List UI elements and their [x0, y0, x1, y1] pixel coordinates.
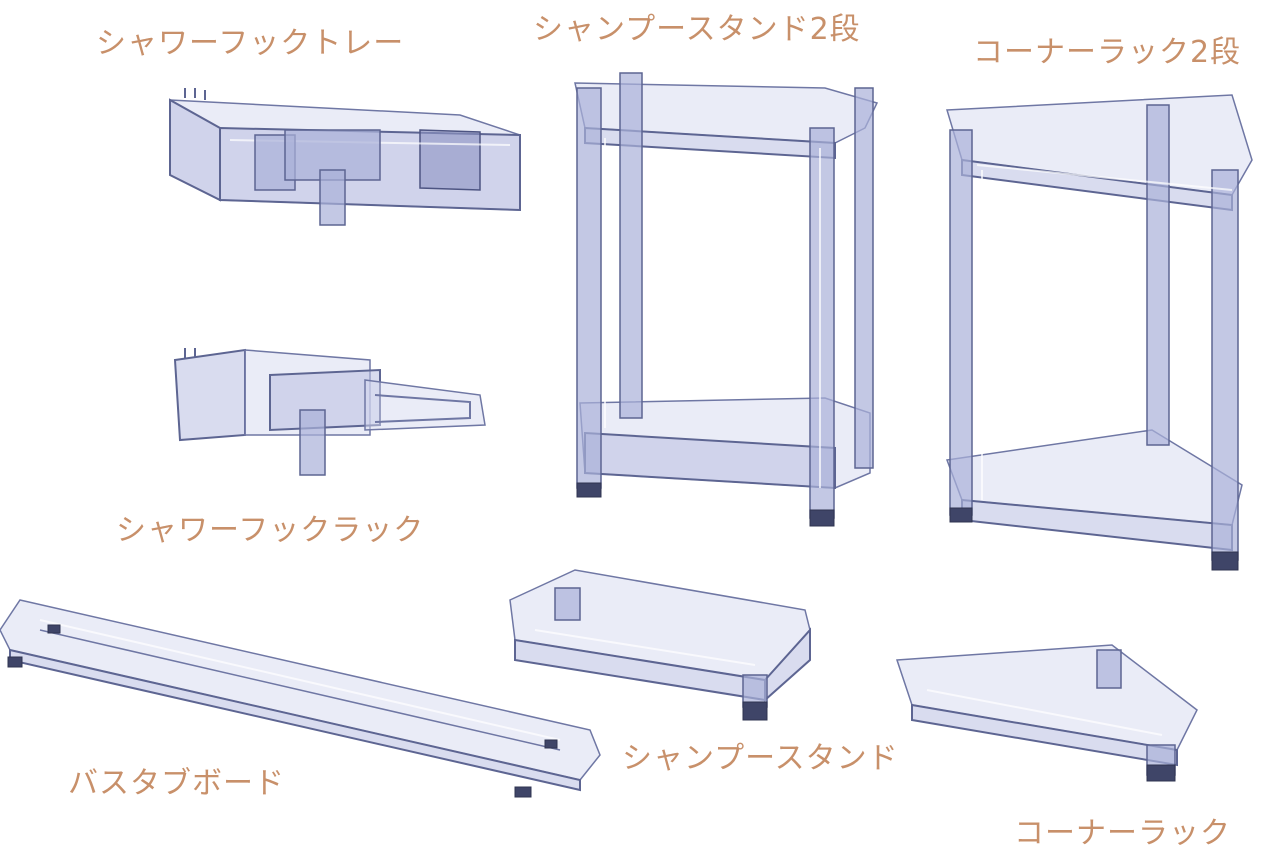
label-shower-hook-tray: シャワーフックトレー: [96, 26, 405, 61]
shower-hook-tray-image: [169, 88, 521, 226]
label-corner-rack-2: コーナーラック2段: [973, 35, 1242, 70]
label-shampoo-stand-2: シャンプースタンド2段: [533, 12, 861, 47]
shower-hook-rack-image: [173, 348, 486, 476]
label-shampoo-stand: シャンプースタンド: [622, 741, 899, 776]
label-shower-hook-rack: シャワーフックラック: [116, 513, 425, 548]
bathtub-board-image: [0, 599, 601, 798]
shampoo-stand-2-image: [574, 72, 879, 527]
corner-rack-2-image: [945, 94, 1253, 571]
shampoo-stand-image: [509, 569, 811, 721]
corner-rack-image: [895, 644, 1198, 782]
label-bathtub-board: バスタブボード: [68, 766, 285, 801]
label-corner-rack: コーナーラック: [1014, 816, 1231, 851]
